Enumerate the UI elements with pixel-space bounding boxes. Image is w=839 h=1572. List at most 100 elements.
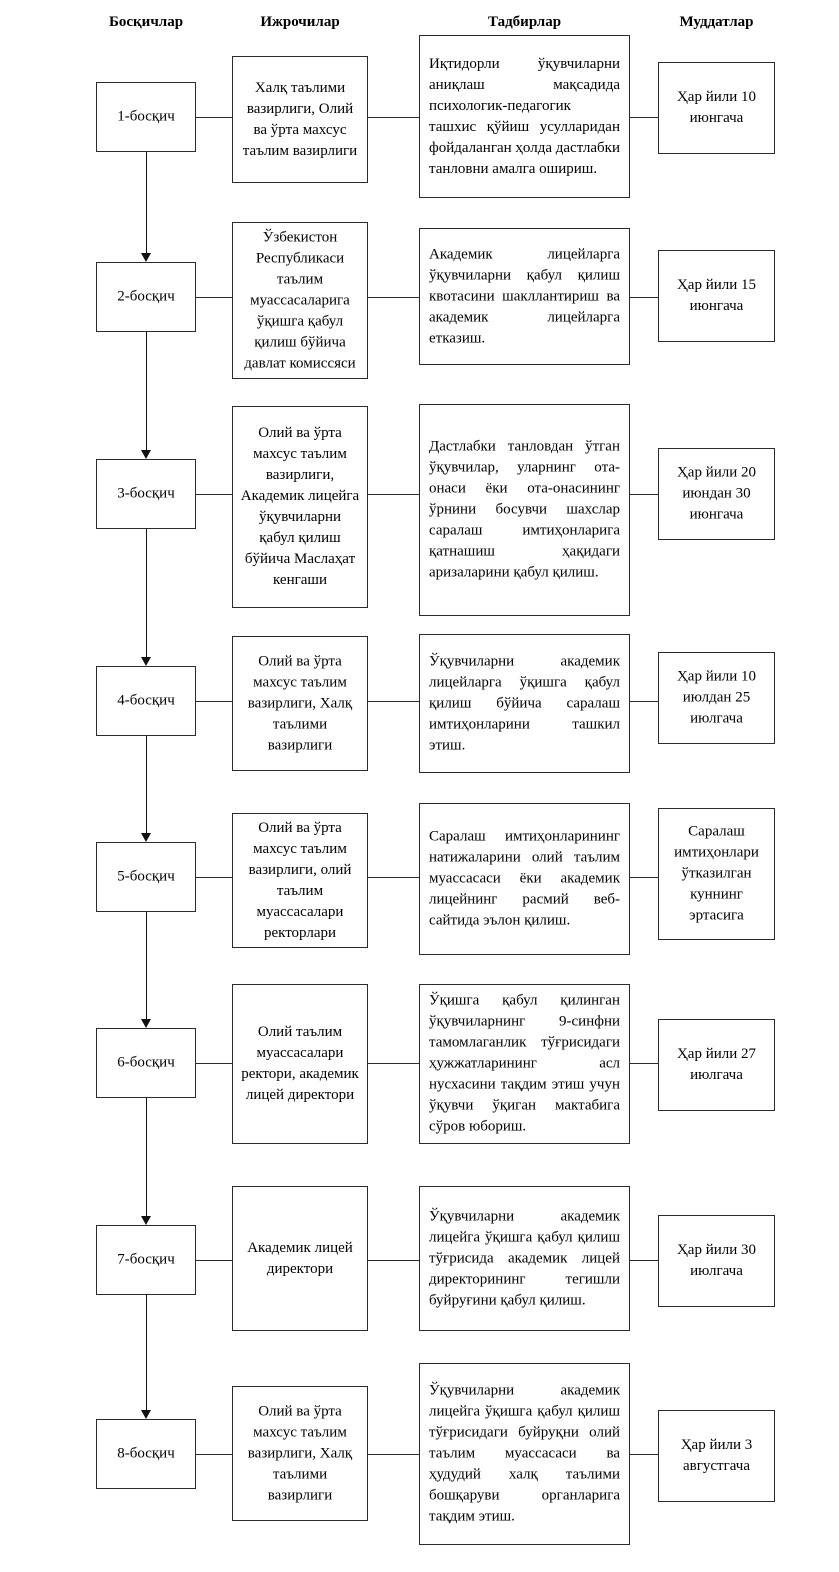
- column-header-measures: Тадбирлар: [487, 14, 562, 30]
- deadline-box-2-text: Ҳар йили 15 июнгача: [676, 277, 757, 314]
- stage-box-4-text: 4-босқич: [117, 692, 175, 709]
- measure-box-8: Ўқувчиларни академик лицейга ўқишга қабу…: [419, 1363, 630, 1545]
- connector-horizontal: [368, 297, 419, 298]
- actor-box-3: Олий ва ўрта махсус таълим вазирлиги, Ак…: [232, 406, 368, 608]
- deadline-box-7: Ҳар йили 30 июлгача: [658, 1215, 775, 1307]
- connector-horizontal: [368, 1454, 419, 1455]
- actor-box-2-text: Ўзбекистон Республикаси таълим муассасал…: [244, 229, 356, 371]
- measure-box-8-text: Ўқувчиларни академик лицейга ўқишга қабу…: [429, 1382, 620, 1525]
- measure-box-7-text: Ўқувчиларни академик лицейга ўқишга қабу…: [429, 1208, 620, 1308]
- arrowhead-icon: [141, 450, 151, 459]
- stage-box-1: 1-босқич: [96, 82, 196, 152]
- connector-horizontal: [630, 701, 658, 702]
- stage-box-5-text: 5-босқич: [117, 868, 175, 885]
- connector-horizontal: [196, 297, 232, 298]
- connector-vertical: [146, 1098, 147, 1217]
- connector-horizontal: [368, 877, 419, 878]
- deadline-box-1-text: Ҳар йили 10 июнгача: [676, 89, 757, 126]
- measure-box-2-text: Академик лицейларга ўқувчиларни қабул қи…: [429, 246, 620, 346]
- deadline-box-3: Ҳар йили 20 июндан 30 июнгача: [658, 448, 775, 540]
- actor-box-7-text: Академик лицей директори: [247, 1239, 353, 1277]
- deadline-box-3-text: Ҳар йили 20 июндан 30 июнгача: [676, 464, 757, 523]
- connector-horizontal: [630, 117, 658, 118]
- connector-horizontal: [368, 1260, 419, 1261]
- connector-vertical: [146, 1295, 147, 1411]
- deadline-box-7-text: Ҳар йили 30 июлгача: [676, 1242, 757, 1279]
- connector-vertical: [146, 912, 147, 1020]
- connector-horizontal: [196, 877, 232, 878]
- stage-box-1-text: 1-босқич: [117, 108, 175, 125]
- actor-box-4-text: Олий ва ўрта махсус таълим вазирлиги, Ха…: [247, 653, 353, 753]
- connector-horizontal: [630, 877, 658, 878]
- arrowhead-icon: [141, 1410, 151, 1419]
- arrowhead-icon: [141, 1019, 151, 1028]
- connector-horizontal: [630, 1260, 658, 1261]
- actor-box-5-text: Олий ва ўрта махсус таълим вазирлиги, ол…: [248, 819, 352, 941]
- stage-box-5: 5-босқич: [96, 842, 196, 912]
- actor-box-6-text: Олий таълим муассасалари ректори, академ…: [241, 1024, 359, 1103]
- connector-horizontal: [630, 1063, 658, 1064]
- measure-box-6-text: Ўқишга қабул қилинган ўқувчиларнинг 9-си…: [429, 992, 620, 1135]
- actor-box-1-text: Халқ таълими вазирлиги, Олий ва ўрта мах…: [242, 79, 358, 159]
- arrowhead-icon: [141, 253, 151, 262]
- connector-horizontal: [196, 117, 232, 118]
- column-header-deadlines: Муддатлар: [679, 14, 754, 30]
- stage-box-3: 3-босқич: [96, 459, 196, 529]
- stage-box-7: 7-босқич: [96, 1225, 196, 1295]
- measure-box-1-text: Иқтидорли ўқувчиларни аниқлаш мақсадида …: [429, 55, 620, 177]
- column-header-actors: Ижрочилар: [260, 14, 340, 30]
- actor-box-3-text: Олий ва ўрта махсус таълим вазирлиги, Ак…: [240, 425, 360, 588]
- deadline-box-5: Саралаш имтиҳонлари ўтказилган куннинг э…: [658, 808, 775, 940]
- arrowhead-icon: [141, 657, 151, 666]
- connector-horizontal: [196, 1063, 232, 1064]
- arrowhead-icon: [141, 833, 151, 842]
- connector-vertical: [146, 529, 147, 658]
- deadline-box-5-text: Саралаш имтиҳонлари ўтказилган куннинг э…: [674, 823, 759, 924]
- measure-box-1: Иқтидорли ўқувчиларни аниқлаш мақсадида …: [419, 35, 630, 198]
- connector-horizontal: [630, 297, 658, 298]
- connector-horizontal: [630, 494, 658, 495]
- stage-box-6-text: 6-босқич: [117, 1054, 175, 1071]
- connector-horizontal: [196, 494, 232, 495]
- measure-box-4: Ўқувчиларни академик лицейларга ўқишга қ…: [419, 634, 630, 773]
- stage-box-7-text: 7-босқич: [117, 1251, 175, 1268]
- actor-box-4: Олий ва ўрта махсус таълим вазирлиги, Ха…: [232, 636, 368, 771]
- actor-box-8-text: Олий ва ўрта махсус таълим вазирлиги, Ха…: [247, 1403, 353, 1503]
- stage-box-2: 2-босқич: [96, 262, 196, 332]
- measure-box-5-text: Саралаш имтиҳонларининг натижаларини оли…: [429, 828, 620, 929]
- stage-box-6: 6-босқич: [96, 1028, 196, 1098]
- stage-box-4: 4-босқич: [96, 666, 196, 736]
- actor-box-2: Ўзбекистон Республикаси таълим муассасал…: [232, 222, 368, 379]
- deadline-box-4: Ҳар йили 10 июлдан 25 июлгача: [658, 652, 775, 744]
- measure-box-4-text: Ўқувчиларни академик лицейларга ўқишга қ…: [429, 653, 620, 753]
- deadline-box-2: Ҳар йили 15 июнгача: [658, 250, 775, 342]
- stage-box-3-text: 3-босқич: [117, 485, 175, 502]
- connector-vertical: [146, 152, 147, 254]
- arrowhead-icon: [141, 1216, 151, 1225]
- actor-box-5: Олий ва ўрта махсус таълим вазирлиги, ол…: [232, 813, 368, 948]
- actor-box-6: Олий таълим муассасалари ректори, академ…: [232, 984, 368, 1144]
- deadline-box-8-text: Ҳар йили 3 августгача: [680, 1437, 753, 1474]
- connector-horizontal: [630, 1454, 658, 1455]
- measure-box-5: Саралаш имтиҳонларининг натижаларини оли…: [419, 803, 630, 955]
- deadline-box-1: Ҳар йили 10 июнгача: [658, 62, 775, 154]
- connector-horizontal: [368, 701, 419, 702]
- stage-box-8-text: 8-босқич: [117, 1445, 175, 1462]
- stage-box-2-text: 2-босқич: [117, 288, 175, 305]
- connector-horizontal: [196, 701, 232, 702]
- connector-horizontal: [368, 1063, 419, 1064]
- connector-horizontal: [196, 1454, 232, 1455]
- measure-box-7: Ўқувчиларни академик лицейга ўқишга қабу…: [419, 1186, 630, 1331]
- connector-vertical: [146, 736, 147, 834]
- actor-box-8: Олий ва ўрта махсус таълим вазирлиги, Ха…: [232, 1386, 368, 1521]
- actor-box-7: Академик лицей директори: [232, 1186, 368, 1331]
- connector-horizontal: [196, 1260, 232, 1261]
- measure-box-2: Академик лицейларга ўқувчиларни қабул қи…: [419, 228, 630, 365]
- deadline-box-6: Ҳар йили 27 июлгача: [658, 1019, 775, 1111]
- column-header-stages: Босқичлар: [108, 14, 184, 30]
- connector-horizontal: [368, 117, 419, 118]
- deadline-box-4-text: Ҳар йили 10 июлдан 25 июлгача: [676, 668, 757, 727]
- connector-vertical: [146, 332, 147, 451]
- measure-box-3: Дастлабки танловдан ўтган ўқувчилар, ула…: [419, 404, 630, 616]
